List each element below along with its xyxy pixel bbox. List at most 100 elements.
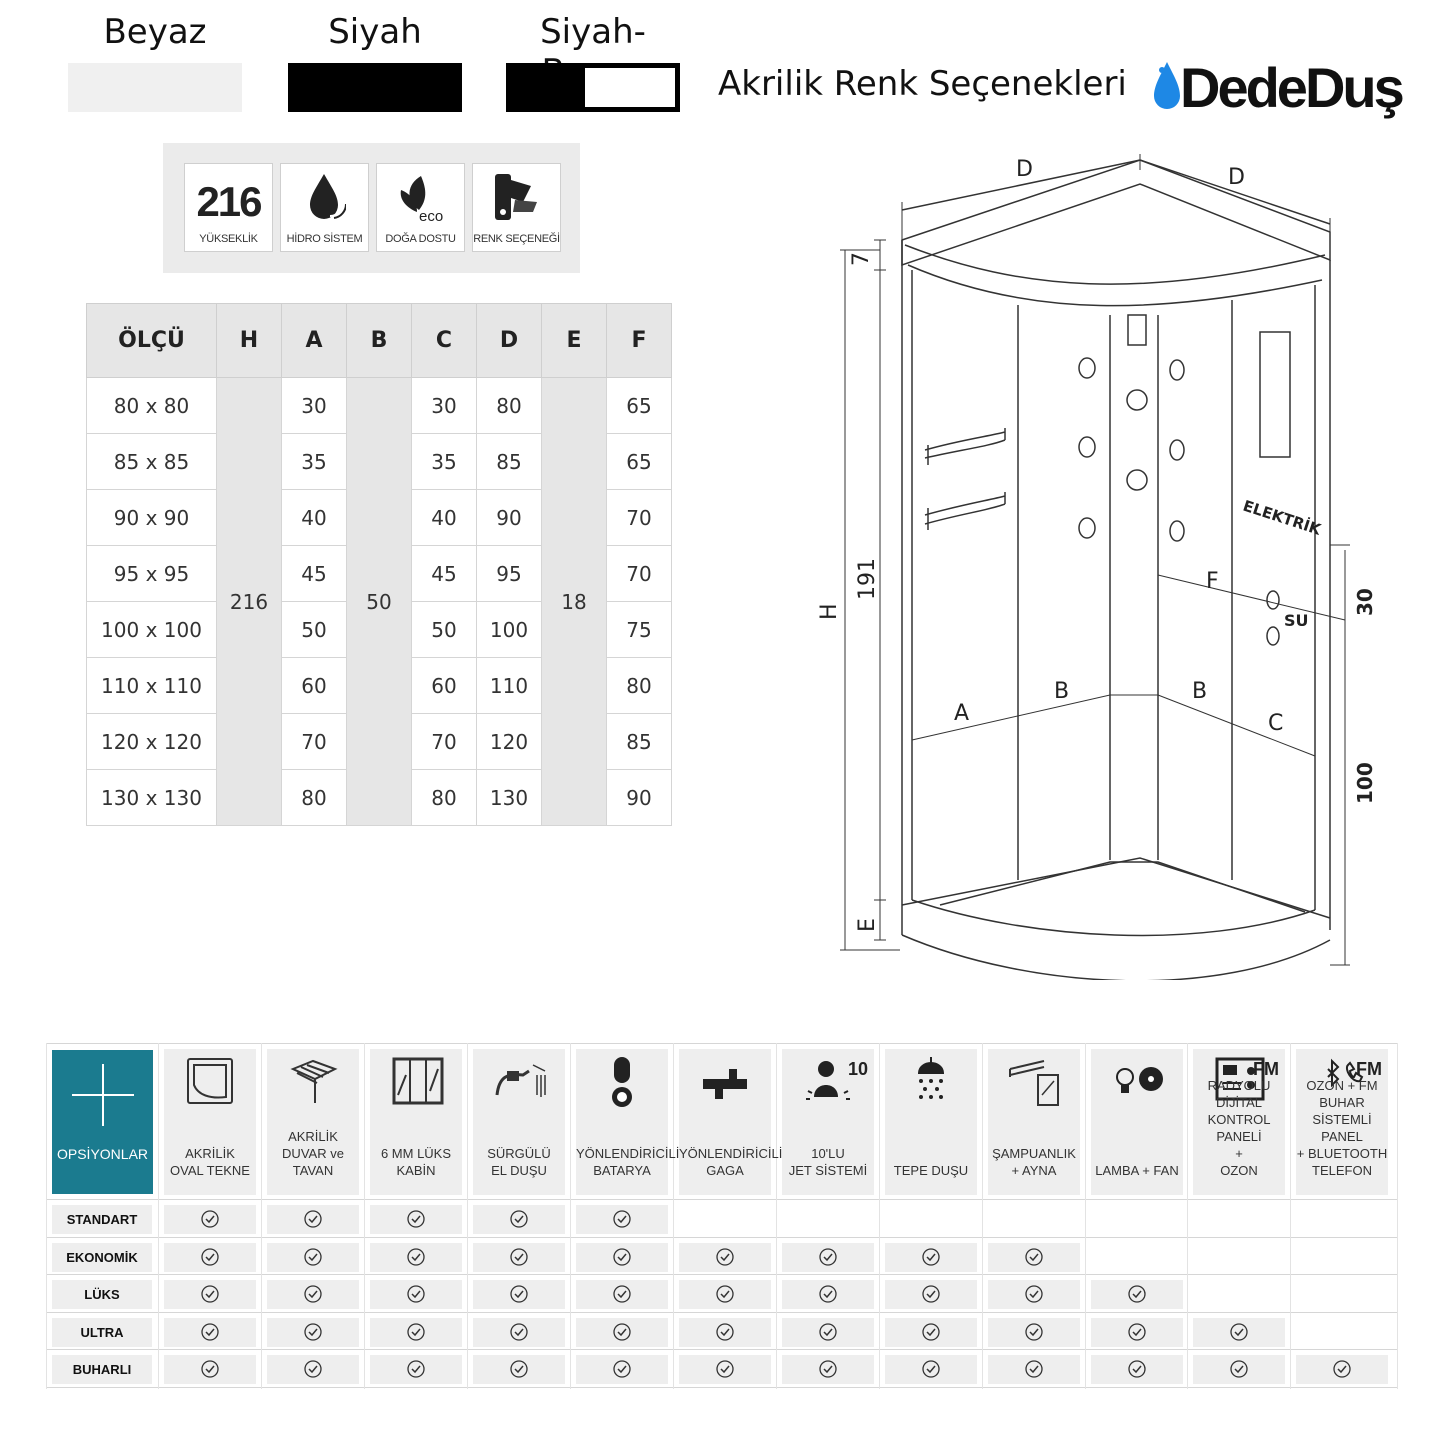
check-icon — [267, 1280, 359, 1309]
table-row: 110 x 110 60 60 110 80 — [86, 657, 672, 714]
col-header: D — [476, 303, 542, 378]
check-icon — [1091, 1355, 1183, 1384]
cell-f: 85 — [606, 713, 672, 770]
option-column-label: 10'LU JET SİSTEMİ — [788, 1146, 868, 1178]
option-column-label: LAMBA + FAN — [1095, 1163, 1179, 1178]
cell-f: 65 — [606, 433, 672, 490]
label-100: 100 — [1353, 762, 1377, 804]
cell-size: 95 x 95 — [86, 545, 217, 602]
option-column-label: YÖNLENDİRİCİLİ GAGA — [679, 1146, 783, 1178]
check-icon — [473, 1318, 565, 1347]
cell-b: 50 — [346, 377, 412, 826]
option-column-label: 6 MM LÜKS KABİN — [380, 1146, 452, 1178]
option-column-label: TEPE DUŞU — [893, 1163, 969, 1178]
cell-c: 45 — [411, 545, 477, 602]
swatch-white[interactable] — [68, 63, 242, 112]
check-icon — [1091, 1280, 1183, 1309]
grid-line — [776, 1043, 777, 1389]
option-column-header: 10 10'LU JET SİSTEMİ — [782, 1049, 874, 1195]
check-icon — [679, 1318, 771, 1347]
option-column-header: AKRİLİK DUVAR ve TAVAN — [267, 1049, 359, 1195]
water-drop-icon — [310, 174, 346, 219]
grid-line — [46, 1199, 1398, 1200]
grid-line — [982, 1043, 983, 1389]
label-f: F — [1206, 569, 1219, 594]
lamp-fan-icon — [1111, 1055, 1167, 1111]
swatch-black[interactable] — [288, 63, 462, 112]
grid-line — [46, 1043, 47, 1389]
check-icon — [576, 1318, 668, 1347]
check-icon — [679, 1355, 771, 1384]
label-elektrik: ELEKTRİK — [1241, 496, 1325, 539]
label-30: 30 — [1353, 588, 1377, 616]
cell-a: 50 — [281, 601, 347, 658]
cell-d: 90 — [476, 489, 542, 546]
option-row-label: ULTRA — [52, 1318, 152, 1347]
grid-line — [879, 1043, 880, 1389]
check-icon — [988, 1355, 1080, 1384]
col-header: ÖLÇÜ — [86, 303, 217, 378]
icon-badge: FM — [1253, 1059, 1279, 1079]
table-row: 120 x 120 70 70 120 85 — [86, 713, 672, 770]
check-icon — [885, 1318, 977, 1347]
col-header: C — [411, 303, 477, 378]
check-icon — [370, 1318, 462, 1347]
check-icon — [164, 1318, 256, 1347]
grid-line — [46, 1349, 1398, 1350]
eco-leaf-icon — [400, 176, 426, 212]
options-corner: OPSİYONLAR — [52, 1050, 153, 1194]
option-column-label: AKRİLİK OVAL TEKNE — [170, 1146, 250, 1178]
acrylic-wall-icon — [287, 1055, 343, 1111]
option-column-label: RADYOLU DİJİTAL KONTROL PANELİ + OZON — [1207, 1078, 1271, 1178]
option-column-label: SÜRGÜLÜ EL DUŞU — [487, 1146, 551, 1178]
feature-hydro: HİDRO SİSTEM — [280, 163, 369, 252]
label-a: A — [954, 701, 969, 726]
cell-c: 60 — [411, 657, 477, 714]
check-icon — [164, 1355, 256, 1384]
cell-size: 130 x 130 — [86, 769, 217, 826]
label-h: H — [817, 603, 842, 620]
feature-label: RENK SEÇENEĞİ — [473, 233, 560, 245]
col-header: E — [541, 303, 607, 378]
grid-line — [1397, 1043, 1398, 1389]
feature-label: YÜKSEKLİK — [199, 233, 258, 245]
cell-size: 120 x 120 — [86, 713, 217, 770]
cell-c: 80 — [411, 769, 477, 826]
grid-line — [158, 1043, 159, 1389]
grid-line — [1290, 1043, 1291, 1389]
cell-d: 95 — [476, 545, 542, 602]
option-column-header: YÖNLENDİRİCİLİ BATARYA — [576, 1049, 680, 1195]
swatch-black-white[interactable] — [506, 63, 680, 112]
col-header: F — [606, 303, 672, 378]
option-row-label: BUHARLI — [52, 1355, 152, 1384]
table-row: 130 x 130 80 80 130 90 — [86, 769, 672, 826]
label-su: SU — [1284, 611, 1309, 630]
grid-line — [364, 1043, 365, 1389]
option-column-header: LAMBA + FAN — [1091, 1049, 1183, 1195]
table-row: 95 x 95 45 45 95 70 — [86, 545, 672, 602]
option-column-header: AKRİLİK OVAL TEKNE — [164, 1049, 256, 1195]
feature-eco: eco DOĞA DOSTU — [376, 163, 465, 252]
brand-logo: DedeDuş — [1180, 56, 1405, 119]
check-icon — [988, 1318, 1080, 1347]
size-table: ÖLÇÜ H A B C D E F 80 x 80 216 30 50 30 … — [86, 303, 672, 826]
check-icon — [679, 1280, 771, 1309]
grid-line — [46, 1043, 1398, 1044]
check-icon — [267, 1355, 359, 1384]
grid-line — [46, 1387, 1398, 1388]
cell-size: 100 x 100 — [86, 601, 217, 658]
shelf-mirror-icon — [1008, 1055, 1064, 1111]
check-icon — [267, 1318, 359, 1347]
grid-line — [673, 1043, 674, 1389]
option-column-header: 6 MM LÜKS KABİN — [370, 1049, 462, 1195]
icon-badge: 10 — [847, 1059, 868, 1079]
label-d2: D — [1228, 165, 1245, 190]
plus-icon — [72, 1064, 134, 1126]
label-height: 191 — [855, 558, 880, 600]
bluetooth-phone-icon — [1316, 1055, 1372, 1111]
option-column-label: YÖNLENDİRİCİLİ BATARYA — [576, 1146, 680, 1178]
swatch-label-white: Beyaz — [103, 12, 207, 52]
check-icon — [473, 1280, 565, 1309]
